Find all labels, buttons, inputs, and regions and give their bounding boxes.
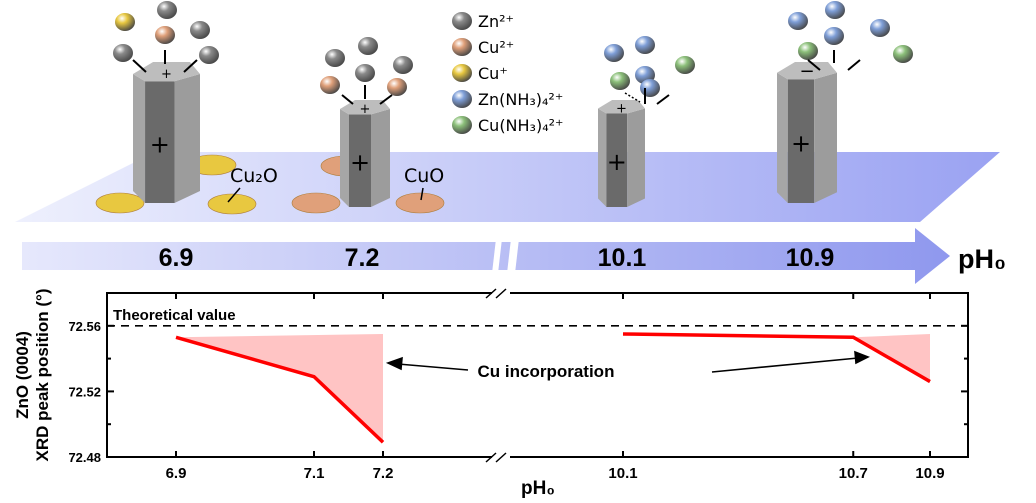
legend-swatch-1 — [452, 38, 472, 56]
plot-frame — [106, 292, 969, 458]
ion-zn-nh3 — [825, 1, 845, 19]
ion-cu-nh3 — [675, 56, 695, 74]
x-tick-label: 10.7 — [839, 465, 868, 482]
ion-zn-nh3 — [635, 36, 655, 54]
ion-zn — [325, 49, 345, 67]
ph-arrow: 6.9 7.2 10.1 10.9 pH₀ — [22, 228, 1006, 284]
precipitate-particle — [395, 192, 445, 214]
x-tick-label: 7.2 — [373, 465, 394, 482]
precipitate-particle — [95, 192, 145, 214]
legend-label-1: Cu²⁺ — [478, 38, 514, 57]
x-tick-label: 10.1 — [608, 465, 637, 482]
y-axis-title-line1: ZnO (0004) — [13, 331, 32, 419]
precipitate-particle — [207, 193, 257, 215]
attraction-arrow — [807, 59, 821, 71]
ion-cu-nh3 — [610, 72, 630, 90]
ph-label-10.9: 10.9 — [786, 244, 835, 272]
ph-label-6.9: 6.9 — [159, 244, 194, 272]
y-tick-label: 72.48 — [68, 450, 101, 465]
zno-nanorods: +++++++− — [133, 61, 837, 207]
y-tick-label: 72.52 — [68, 384, 101, 399]
cu2o-text: Cu₂O — [230, 165, 278, 187]
ion-zn — [355, 64, 375, 82]
nanorod-ph-10.9: +− — [777, 61, 837, 203]
x-tick-label: 10.9 — [915, 465, 944, 482]
ion-zn — [393, 56, 413, 74]
ion-zn-nh3 — [604, 44, 624, 62]
rod-top-charge: − — [799, 61, 814, 82]
cuo-text: CuO — [404, 165, 444, 187]
rod-top-charge: + — [360, 102, 371, 117]
ions — [113, 1, 913, 105]
shaded-regions — [176, 334, 930, 443]
ion-cu-nh3 — [893, 45, 913, 63]
axis-break-marks — [485, 288, 507, 463]
rod-side-charge: + — [791, 129, 811, 157]
nanorod-ph-7.2: ++ — [340, 100, 390, 207]
y-tick-label: 72.56 — [68, 319, 101, 334]
ph-label-7.2: 7.2 — [345, 244, 380, 272]
ion-zn-nh3 — [870, 19, 890, 37]
annotation-arrows — [385, 350, 870, 373]
x-axis-title: pH₀ — [521, 478, 555, 499]
nanorod-ph-6.9: ++ — [133, 62, 200, 203]
legend-swatch-0 — [452, 12, 472, 30]
x-tick-label: 6.9 — [166, 465, 187, 482]
legend-label-3: Zn(NH₃)₄²⁺ — [478, 90, 563, 109]
xrd-chart: Theoretical value 6.9 7.1 7.2 10.1 10.7 10.9 7… — [13, 286, 969, 499]
ion-zn-nh3 — [788, 12, 808, 30]
rod-side-charge: + — [607, 148, 627, 176]
ion-cu2 — [320, 76, 340, 94]
rod-side-charge: + — [150, 131, 170, 159]
ph-label-10.1: 10.1 — [598, 244, 647, 272]
schematic: +++++++− Cu₂O CuO Zn²⁺Cu²⁺Cu⁺Zn(NH₃)₄²⁺C… — [15, 1, 1006, 284]
data-lines — [175, 332, 931, 444]
substrate-plane — [15, 152, 1000, 222]
xrd-peak-line-segment-0 — [175, 335, 385, 444]
legend-label-2: Cu⁺ — [478, 64, 508, 83]
ion-zn-nh3 — [824, 27, 844, 45]
weak-attraction-arrow — [624, 92, 641, 103]
axis-ticks: 6.9 7.1 7.2 10.1 10.7 10.9 72.48 72.52 72.56 — [68, 293, 968, 482]
y-axis-title-line2: XRD peak position (°) — [33, 288, 52, 461]
attraction-arrow — [183, 59, 198, 73]
xrd-peak-line-segment-1 — [622, 332, 931, 384]
cu-incorporation-shade — [176, 334, 383, 443]
theoretical-value-label: Theoretical value — [113, 307, 236, 324]
cu-incorporation-label: Cu incorporation — [478, 362, 615, 381]
legend-swatch-3 — [452, 90, 472, 108]
attraction-arrow — [379, 94, 393, 105]
ion-zn — [199, 46, 219, 64]
ion-zn — [157, 1, 177, 19]
legend-label-0: Zn²⁺ — [478, 12, 514, 31]
x-tick-label: 7.1 — [304, 465, 325, 482]
ion-cu2 — [155, 26, 175, 44]
ion-cu1 — [115, 13, 135, 31]
ion-cu-nh3 — [798, 42, 818, 60]
nanorod-ph-10.1: ++ — [598, 100, 645, 207]
rod-top-charge: + — [161, 67, 172, 82]
y-axis-title: ZnO (0004) XRD peak position (°) — [13, 288, 52, 461]
attraction-arrow — [847, 59, 861, 71]
axis-break-gap — [492, 286, 510, 464]
attraction-arrow — [132, 59, 147, 73]
ph-axis-title: pH₀ — [958, 244, 1006, 274]
attraction-arrow — [341, 94, 354, 105]
ion-zn-nh3 — [640, 79, 660, 97]
rod-side-charge: + — [350, 149, 370, 177]
legend-label-4: Cu(NH₃)₄²⁺ — [478, 116, 563, 135]
legend-swatch-4 — [452, 116, 472, 134]
precipitate-particle — [291, 192, 341, 214]
attraction-arrow — [656, 94, 670, 105]
cu2o-label: Cu₂O — [227, 165, 278, 203]
ion-zn — [190, 21, 210, 39]
ion-zn — [358, 37, 378, 55]
ion-zn — [113, 44, 133, 62]
ion-legend: Zn²⁺ Cu²⁺ Cu⁺ Zn(NH₃)₄²⁺ Cu(NH₃)₄²⁺ — [452, 12, 563, 135]
legend-swatch-2 — [452, 64, 472, 82]
rod-top-charge: + — [616, 101, 627, 116]
ion-cu2 — [387, 78, 407, 96]
cuo-label: CuO — [404, 165, 444, 201]
